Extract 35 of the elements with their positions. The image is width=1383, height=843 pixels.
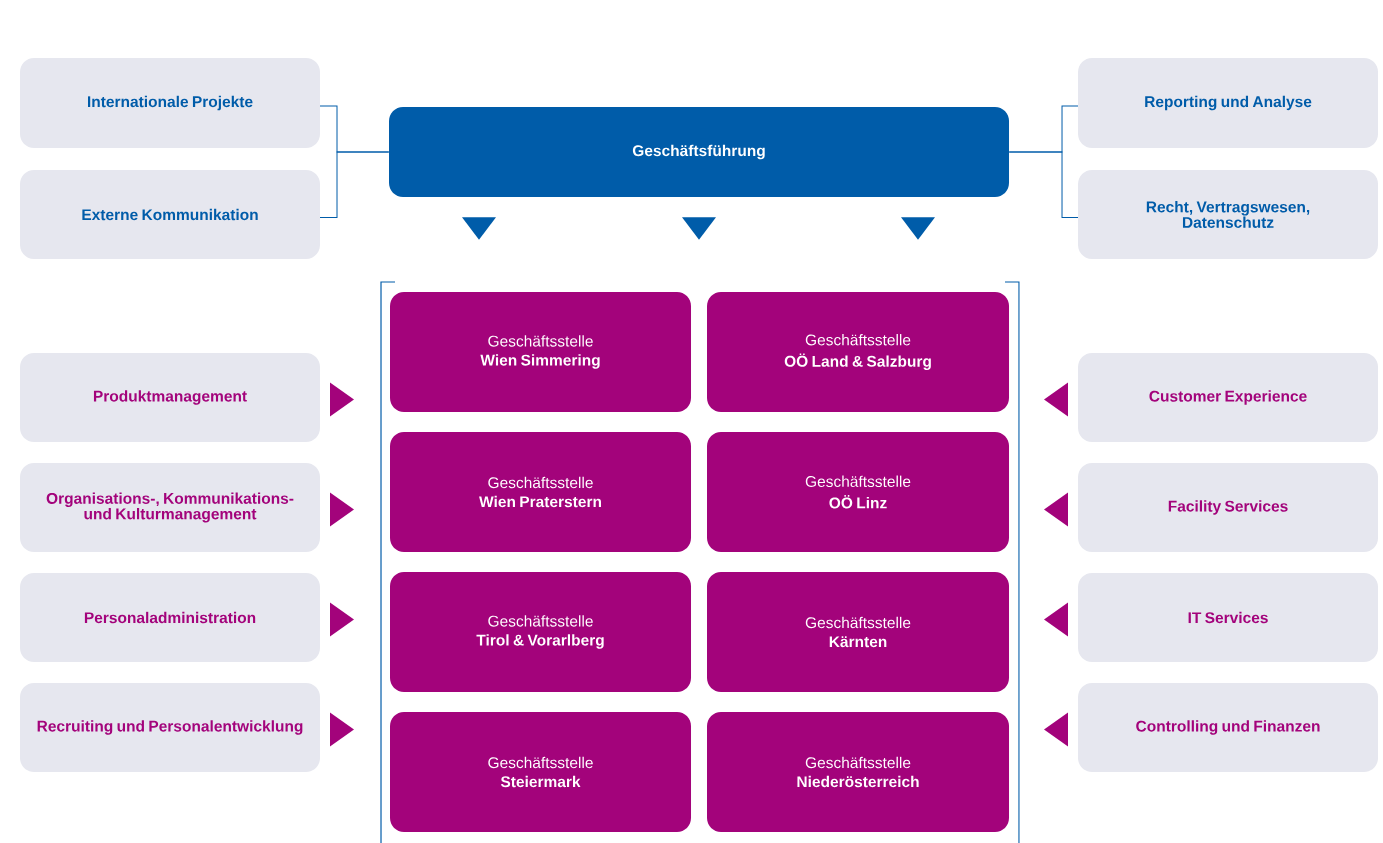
arrow-head	[1044, 492, 1068, 527]
branch-box: Geschäftsstelle OÖ Linz	[707, 432, 1009, 552]
branch-box: Geschäftsstelle Tirol & Vorarlberg	[390, 572, 691, 692]
branch-box: Geschäftsstelle Wien Praterstern	[390, 432, 691, 552]
branch-box: Geschäftsstelle OÖ Land & Salzburg	[707, 292, 1009, 412]
connector-line	[1008, 151, 1079, 218]
management-box: Geschäftsführung	[389, 107, 1009, 197]
branch-box: Geschäftsstelle Wien Simmering	[390, 292, 691, 412]
unit-box: Produktmanagement	[20, 353, 320, 442]
branch-box: Geschäftsstelle Niederösterreich	[707, 712, 1009, 832]
connector-line	[319, 151, 390, 218]
staff-box: Externe Kommunikation	[20, 170, 320, 259]
unit-box: Personaladministration	[20, 573, 320, 662]
arrow-head	[330, 382, 354, 417]
arrow-head	[462, 217, 496, 240]
unit-box: Organisations-, Kommunikations- und Kulturmanagement	[20, 463, 320, 552]
arrow-head	[682, 217, 716, 240]
staff-box: Recht, Vertragswesen, Datenschutz	[1078, 170, 1378, 259]
arrow-head	[330, 712, 354, 747]
staff-box: Reporting und Analyse	[1078, 58, 1378, 148]
unit-box: Facility Services	[1078, 463, 1378, 552]
unit-box: Customer Experience	[1078, 353, 1378, 442]
group-bracket	[380, 281, 1020, 843]
unit-box: Recruiting und Personalentwicklung	[20, 683, 320, 772]
arrow-head	[901, 217, 935, 240]
arrow-head	[330, 602, 354, 637]
arrow-head	[330, 492, 354, 527]
staff-box: Internationale Projekte	[20, 58, 320, 148]
arrow-head	[1044, 712, 1068, 747]
unit-box: Controlling und Finanzen	[1078, 683, 1378, 772]
branch-box: Geschäftsstelle Steiermark	[390, 712, 691, 832]
branch-box: Geschäftsstelle Kärnten	[707, 572, 1009, 692]
arrow-head	[1044, 602, 1068, 637]
unit-box: IT Services	[1078, 573, 1378, 662]
arrow-head	[1044, 382, 1068, 417]
